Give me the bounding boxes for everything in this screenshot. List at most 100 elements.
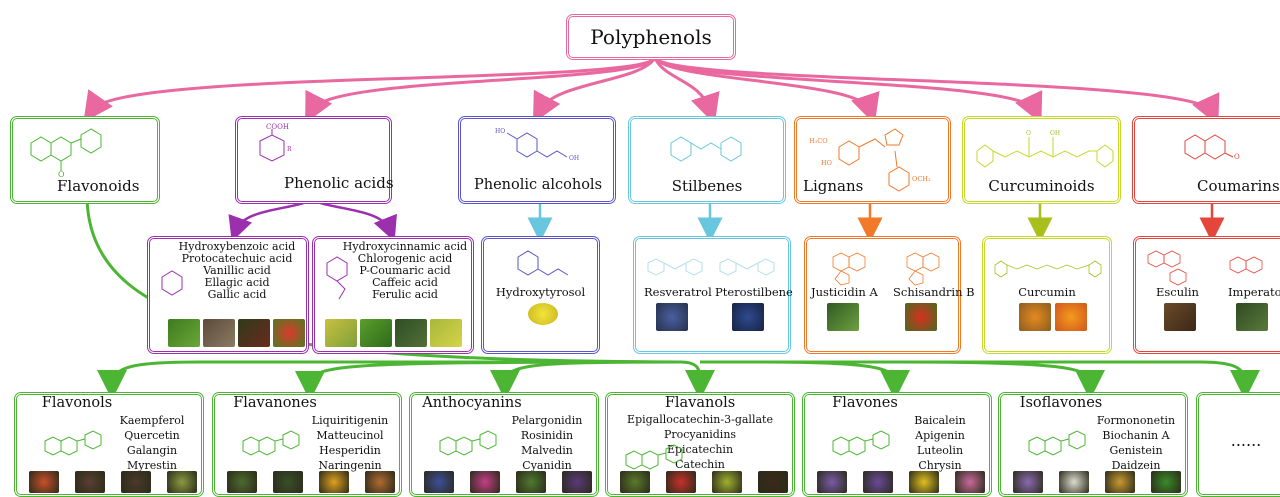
- category-coumarins: O Coumarins: [1132, 116, 1280, 204]
- phenolic-alcohols-label: Phenolic alcohols: [473, 177, 603, 193]
- flavonoid-structure-icon: [44, 430, 102, 456]
- schisandrin-structure-icon: [906, 252, 940, 286]
- root-label: Polyphenols: [590, 25, 712, 49]
- blueberries-photo: [732, 303, 764, 331]
- orange-flower-photo: [1055, 303, 1087, 331]
- pterostilbene-structure-icon: [719, 258, 775, 276]
- compound-name: Cyanidin: [522, 459, 572, 472]
- category-curcuminoids: O OH Curcuminoids: [962, 116, 1121, 204]
- compound-name: Epicatechin: [666, 443, 734, 456]
- compound-name: Myrestin: [127, 459, 177, 472]
- hydroxytyrosol-label: Hydroxytyrosol: [495, 285, 586, 299]
- photo-thumbnail: [360, 319, 392, 347]
- grapes-photo: [656, 303, 688, 331]
- arrow-to-flavonoids: [83, 56, 657, 123]
- compound-name: Chrysin: [918, 459, 962, 472]
- compound-name: Biochanin A: [1102, 429, 1170, 442]
- photo-thumbnail: [666, 471, 696, 493]
- photo-thumbnail: [1105, 471, 1135, 493]
- root-connectors: [83, 56, 1220, 126]
- list-item: P-Coumaric acid: [359, 264, 451, 277]
- flavonoid-class-title: Flavones: [832, 395, 898, 411]
- resveratrol-label: Resveratrol: [644, 285, 712, 299]
- cinnamic-acid-structure-icon: [326, 256, 348, 300]
- subbox-lignan-examples: Justicidin A Schisandrin B: [804, 236, 975, 354]
- arrow-to-phenolic-acids: [305, 56, 657, 124]
- subbox-curcumin: Curcumin: [982, 236, 1112, 354]
- flavonoid-class-title: Isoflavones: [1019, 395, 1103, 411]
- arrow-to-coumarins: [653, 56, 1220, 126]
- phenolic-acids-label: Phenolic acids: [284, 174, 394, 192]
- ho-lignan-label: HO: [821, 159, 832, 167]
- list-item: Caffeic acid: [372, 276, 438, 289]
- list-item: Chlorogenic acid: [357, 252, 453, 265]
- herb-photo: [827, 303, 859, 331]
- photo-thumbnail: [75, 471, 105, 493]
- photo-thumbnail: [1013, 471, 1043, 493]
- compound-name: Procyanidins: [663, 428, 737, 441]
- arrow-to-stilbenes: [653, 57, 720, 125]
- compound-name: Apigenin: [915, 429, 965, 442]
- photo-thumbnail: [424, 471, 454, 493]
- ho-label: HO: [495, 128, 505, 135]
- hydroxycinnamic-list: Hydroxycinnamic acid Chlorogenic acid P-…: [341, 241, 469, 301]
- photo-thumbnail: [395, 319, 427, 347]
- o-curcuminoid-label: O: [1026, 130, 1031, 137]
- oxo-label: O: [58, 170, 65, 177]
- flavonoid-structure-icon: [625, 444, 683, 470]
- flavonoid-structure-icon: [832, 430, 890, 456]
- photo-thumbnail: [562, 471, 592, 493]
- category-phenolic-acids: COOH R Phenolic acids: [235, 116, 394, 204]
- compound-name: Hesperidin: [319, 444, 381, 457]
- compound-name: Liquiritigenin: [311, 414, 389, 427]
- subbox-coumarin-examples: Esculin Imperatorin: [1133, 236, 1280, 354]
- photo-thumbnail: [430, 319, 462, 347]
- stilbenes-label: Stilbenes: [671, 177, 743, 195]
- oh-curcuminoid-label: OH: [1050, 130, 1060, 137]
- photo-thumbnail: [470, 471, 500, 493]
- photo-thumbnail: [1151, 471, 1181, 493]
- category-stilbenes: Stilbenes: [628, 116, 786, 204]
- lemon-photo: [528, 303, 558, 325]
- flavonoid-class-title: Anthocyanins: [422, 395, 522, 411]
- photo-thumbnail: [1059, 471, 1089, 493]
- flavonoids-label: Flavonoids: [57, 177, 140, 195]
- flavone-structure-icon: O: [30, 128, 102, 177]
- root-box: Polyphenols: [566, 14, 736, 60]
- lignans-label: Lignans: [803, 177, 864, 195]
- justicidin-label: Justicidin A: [811, 285, 878, 299]
- photo-thumbnail: [121, 471, 151, 493]
- subbox-hydroxytyrosol: Hydroxytyrosol: [481, 236, 600, 354]
- compound-name: Rosinidin: [520, 429, 574, 442]
- berries-photo: [905, 303, 937, 331]
- list-item: Hydroxycinnamic acid: [342, 240, 468, 253]
- photo-thumbnail: [168, 319, 200, 347]
- list-item: Ellagic acid: [204, 276, 270, 289]
- category-flavonoids: O Flavonoids: [10, 116, 160, 204]
- subbox-hydroxybenzoic: Hydroxybenzoic acid Protocatechuic acid …: [147, 236, 309, 354]
- photo-thumbnail: [955, 471, 985, 493]
- compound-name: Daidzein: [1111, 459, 1161, 472]
- pterostilbene-label: Pterostilbene: [715, 285, 793, 299]
- turmeric-photo: [1019, 303, 1051, 331]
- category-phenolic-alcohols: HO OH Phenolic alcohols: [458, 116, 616, 204]
- more-classes-ellipsis: ......: [1230, 431, 1262, 450]
- flavonoid-class-title: Flavanols: [664, 395, 736, 411]
- curcuminoid-structure-icon: O OH: [976, 130, 1114, 168]
- o-coumarin-label: O: [1234, 153, 1240, 161]
- h3co-label: H₃CO: [809, 137, 828, 145]
- photo-thumbnail: [319, 471, 349, 493]
- compound-name: Quercetin: [124, 429, 180, 442]
- flavonoid-structure-icon: [1028, 430, 1086, 456]
- photo-thumbnail: [365, 471, 395, 493]
- list-item: Hydroxybenzoic acid: [178, 240, 296, 253]
- category-lignans: H₃CO HO OCH₃ Lignans: [794, 116, 951, 204]
- subbox-hydroxycinnamic: Hydroxycinnamic acid Chlorogenic acid P-…: [312, 236, 474, 354]
